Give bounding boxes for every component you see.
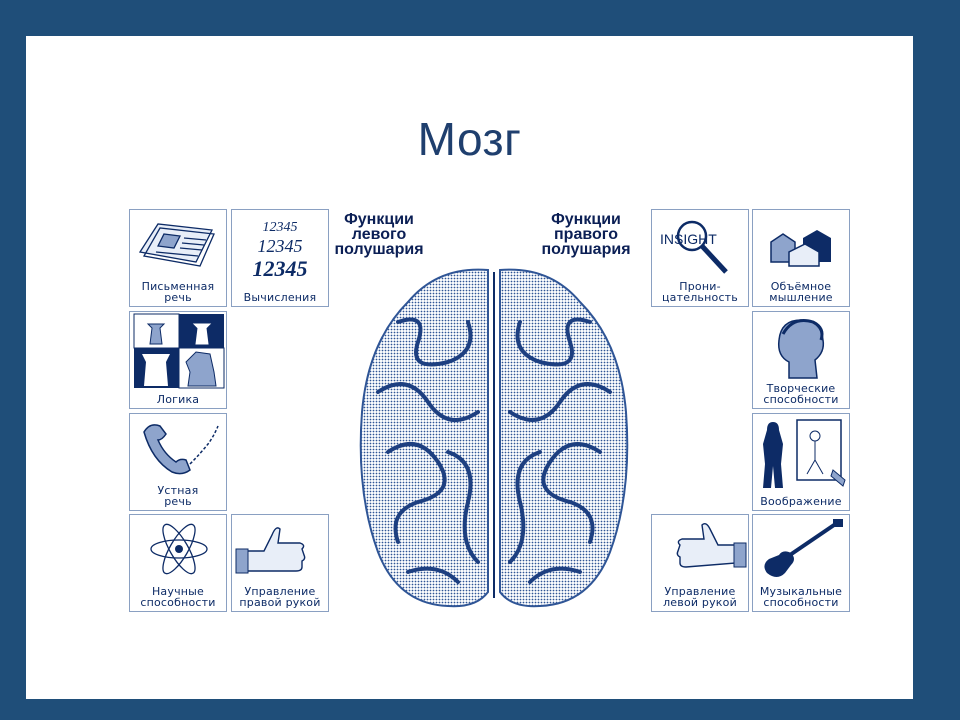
tile-calculations: 12345 12345 12345 Вычисления [231,209,329,307]
numbers-small: 12345 [262,220,298,235]
left-hand-icon [676,522,747,568]
tile-logic: Логика [129,311,227,409]
statue-head-icon [777,319,825,379]
painter-icon [763,419,846,488]
left-hemisphere-header: Функции левого полушария [334,211,424,258]
brain-illustration [359,268,629,608]
slide: Мозг Письменная речь 12345 12345 12345 В… [26,36,913,699]
tile-left-hand-control: Управление левой рукой [651,514,749,612]
tile-insight: INSIGHT Прони- цательность [651,209,749,307]
tile-label: Устная речь [157,484,199,508]
tile-label: Воображение [760,495,842,508]
tile-oral-speech: Устная речь [129,413,227,511]
tile-label: Творческие способности [763,382,839,406]
magnifier-icon: INSIGHT [660,220,728,274]
telephone-icon [143,424,219,475]
right-hemisphere-header: Функции правого полушария [541,211,631,258]
tile-right-hand-control: Управление правой рукой [231,514,329,612]
slide-title: Мозг [417,113,522,165]
tile-label: Письменная речь [141,280,215,304]
tile-creative-abilities: Творческие способности [752,311,850,409]
tile-written-speech: Письменная речь [129,209,227,307]
numbers-large: 12345 [252,256,308,281]
tile-musical-abilities: Музыкальные способности [752,514,850,612]
tile-label: Объёмное мышление [769,280,833,304]
tile-label: Музыкальные способности [759,585,843,609]
right-hand-icon [235,527,306,574]
insight-word: INSIGHT [660,231,717,247]
numbers-medium: 12345 [257,236,303,256]
chess-icon [133,313,225,389]
guitar-icon [764,519,843,577]
tile-label: Научные способности [140,585,216,609]
tile-label: Логика [156,393,200,406]
atom-icon [150,523,208,575]
brain-functions-figure: Письменная речь 12345 12345 12345 Вычисл… [26,36,913,699]
tile-label: Управление левой рукой [663,585,737,609]
3d-shapes-icon [770,230,831,267]
tile-label: Прони- цательность [662,280,738,304]
tile-label: Вычисления [243,291,317,304]
tile-label: Управление правой рукой [239,585,321,609]
tile-imagination: Воображение [752,413,850,511]
tile-spatial-thinking: Объёмное мышление [752,209,850,307]
newspaper-icon [138,223,215,267]
tile-scientific-abilities: Научные способности [129,514,227,612]
